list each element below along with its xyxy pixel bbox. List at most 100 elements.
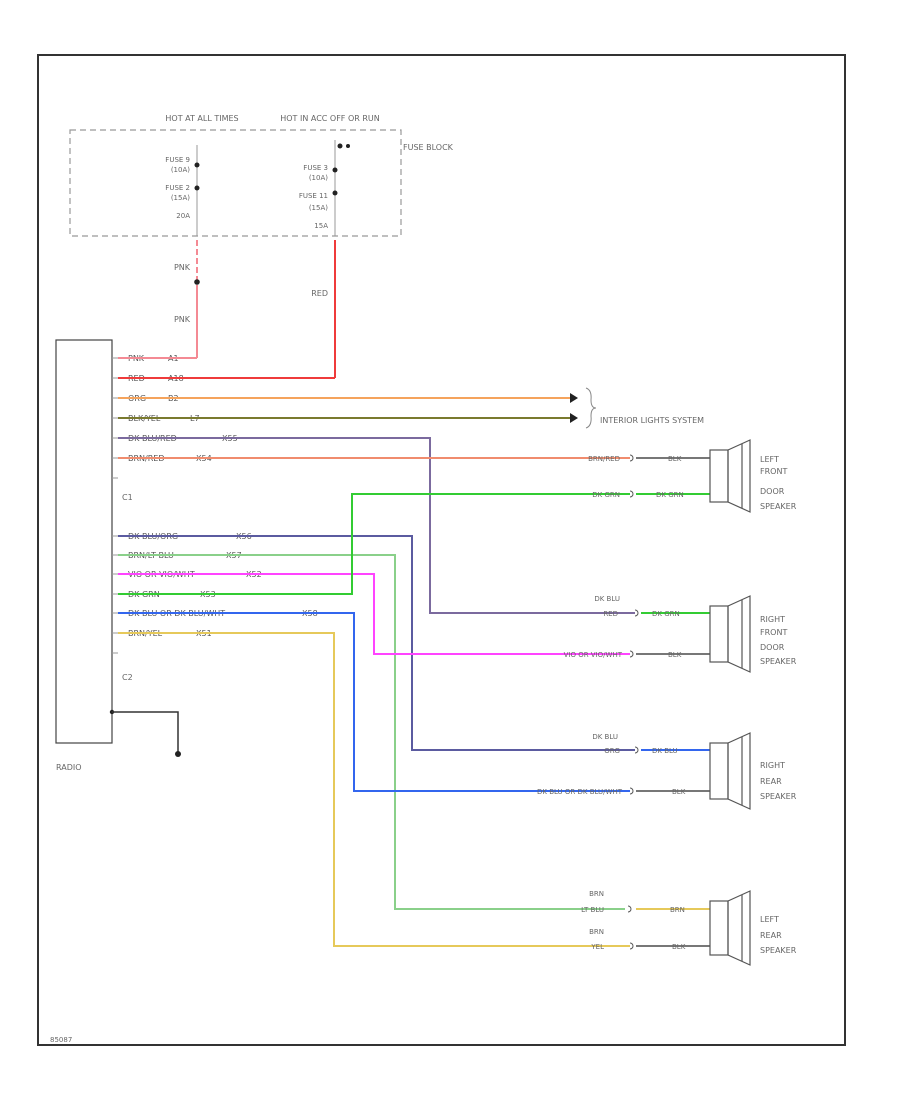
fuse-block-outline <box>69 129 402 237</box>
speaker-wire-labels: BRN/RED BLK DK GRN DK GRN DK BLU RED DK … <box>537 455 686 951</box>
rf-in-top-b-label: RED <box>603 610 618 618</box>
lr-in-bottom-b-label: YEL <box>590 943 604 951</box>
rr-in-bottom-label: DK BLU OR DK BLU/WHT <box>537 788 623 796</box>
rr-out-bottom-label: BLK <box>672 788 686 796</box>
connector-rr-top <box>634 746 639 754</box>
lr-in-top-b-label: LT BLU <box>581 906 604 914</box>
rf-out-bottom-label: BLK <box>668 651 682 659</box>
lf-name-3: DOOR <box>760 487 785 496</box>
connector-pin-ticks <box>112 357 118 654</box>
diagram-code: 85087 <box>50 1036 72 1044</box>
speaker-names: LEFT FRONT DOOR SPEAKER RIGHT FRONT DOOR… <box>760 455 797 955</box>
connector-lr-top <box>627 905 632 913</box>
connector-c2-label: C2 <box>122 673 133 682</box>
diagram-frame <box>37 54 846 1046</box>
rf-name-1: RIGHT <box>760 615 785 624</box>
connector-lr-bottom <box>629 942 634 950</box>
wire-brn-lt-blu <box>118 554 625 910</box>
inline-connectors <box>627 454 639 950</box>
speaker-icon-right-rear <box>709 732 751 810</box>
fuse-2-terminal <box>194 185 200 191</box>
acc-terminal-2 <box>346 144 350 148</box>
rr-name-3: SPEAKER <box>760 792 797 801</box>
fuse-11-circuit: 15A <box>314 222 328 230</box>
connector-rf-top <box>634 609 639 617</box>
rf-name-2: FRONT <box>760 628 787 637</box>
pnk-upper-label: PNK <box>174 263 191 272</box>
connector-rr-bottom <box>629 787 634 795</box>
wire-dk-blu-org <box>118 535 635 751</box>
speaker-wiring <box>636 457 710 947</box>
fuse-9-label: FUSE 9 <box>165 156 190 164</box>
feed-wires: PNK PNK RED <box>174 240 336 378</box>
pnk-lower-label: PNK <box>174 315 191 324</box>
pink-splice <box>194 279 200 285</box>
fuse-3-terminal <box>332 167 338 173</box>
lf-name-1: LEFT <box>760 455 779 464</box>
wires-c1 <box>118 357 635 614</box>
lr-name-2: REAR <box>760 931 782 940</box>
radio-body <box>55 339 113 744</box>
lr-out-top-label: BRN <box>670 906 685 914</box>
fuse-2-rating: (15A) <box>171 194 190 202</box>
lf-name-2: FRONT <box>760 467 787 476</box>
fuse-2-label: FUSE 2 <box>165 184 190 192</box>
lf-name-4: SPEAKER <box>760 502 797 511</box>
fuse-11-rating: (15A) <box>309 204 328 212</box>
lr-in-bottom-a-label: BRN <box>589 928 604 936</box>
lf-in-bottom-label: DK GRN <box>592 491 620 499</box>
arrow-icon-org <box>570 393 578 403</box>
fuse-block: HOT AT ALL TIMES HOT IN ACC OFF OR RUN F… <box>69 114 454 237</box>
ground-icon <box>175 751 181 757</box>
speaker-icon-right-front <box>709 595 751 673</box>
arrow-icon-blk-yel <box>570 413 578 423</box>
rr-out-top-label: DK BLU <box>652 747 678 755</box>
wire-dk-blu-red <box>118 437 635 614</box>
fuse-9-terminal <box>194 162 200 168</box>
connector-lf-bottom <box>629 490 634 498</box>
interior-lights-label: INTERIOR LIGHTS SYSTEM <box>600 416 704 425</box>
fuse-11-terminal <box>332 190 338 196</box>
wire-brn-yel <box>118 632 630 947</box>
ground-wire <box>112 711 179 752</box>
pin-labels-c2: DK BLU/ORG X56 BRN/LT BLU X57 VIO OR VIO… <box>128 532 318 638</box>
hot-at-all-times-label: HOT AT ALL TIMES <box>165 114 238 123</box>
radio: RADIO C1 C2 <box>55 339 181 772</box>
connector-lf-top <box>629 454 634 462</box>
rr-name-1: RIGHT <box>760 761 785 770</box>
speaker-icon-left-front <box>709 439 751 513</box>
connector-rf-bottom <box>629 650 634 658</box>
wire-dk-blu-wht <box>118 612 630 792</box>
brace-icon <box>585 387 597 429</box>
rr-in-top-a-label: DK BLU <box>592 733 618 741</box>
lr-out-bottom-label: BLK <box>672 943 686 951</box>
fuse-3-label: FUSE 3 <box>303 164 328 172</box>
red-feed-label: RED <box>311 289 328 298</box>
rf-in-bottom-label: VIO OR VIO/WHT <box>564 651 623 659</box>
pin-labels-c1: PNK A1 RED A18 ORG B2 BLK/YEL L7 DK BLU/… <box>128 354 238 463</box>
wire-vio <box>118 573 630 655</box>
radio-label: RADIO <box>56 763 82 772</box>
fuse-block-label: FUSE BLOCK <box>403 143 454 152</box>
rr-name-2: REAR <box>760 777 782 786</box>
rr-in-top-b-label: ORG <box>604 747 620 755</box>
lr-name-1: LEFT <box>760 915 779 924</box>
speaker-icon-left-rear <box>709 890 751 966</box>
speaker-symbols <box>709 439 751 966</box>
lr-in-top-a-label: BRN <box>589 890 604 898</box>
lf-in-top-label: BRN/RED <box>588 455 620 463</box>
lf-out-bottom-label: DK GRN <box>656 491 684 499</box>
acc-terminal <box>337 143 343 149</box>
wire-dk-grn <box>118 493 630 595</box>
rf-out-top-label: DK GRN <box>652 610 680 618</box>
fuse-9-rating: (10A) <box>171 166 190 174</box>
interior-lights-connection: INTERIOR LIGHTS SYSTEM <box>570 387 704 429</box>
rf-name-3: DOOR <box>760 643 785 652</box>
lr-name-3: SPEAKER <box>760 946 797 955</box>
fuse-2-circuit: 20A <box>176 212 190 220</box>
rf-in-top-a-label: DK BLU <box>594 595 620 603</box>
fuse-11-label: FUSE 11 <box>299 192 328 200</box>
lf-out-top-label: BLK <box>668 455 682 463</box>
rf-name-4: SPEAKER <box>760 657 797 666</box>
